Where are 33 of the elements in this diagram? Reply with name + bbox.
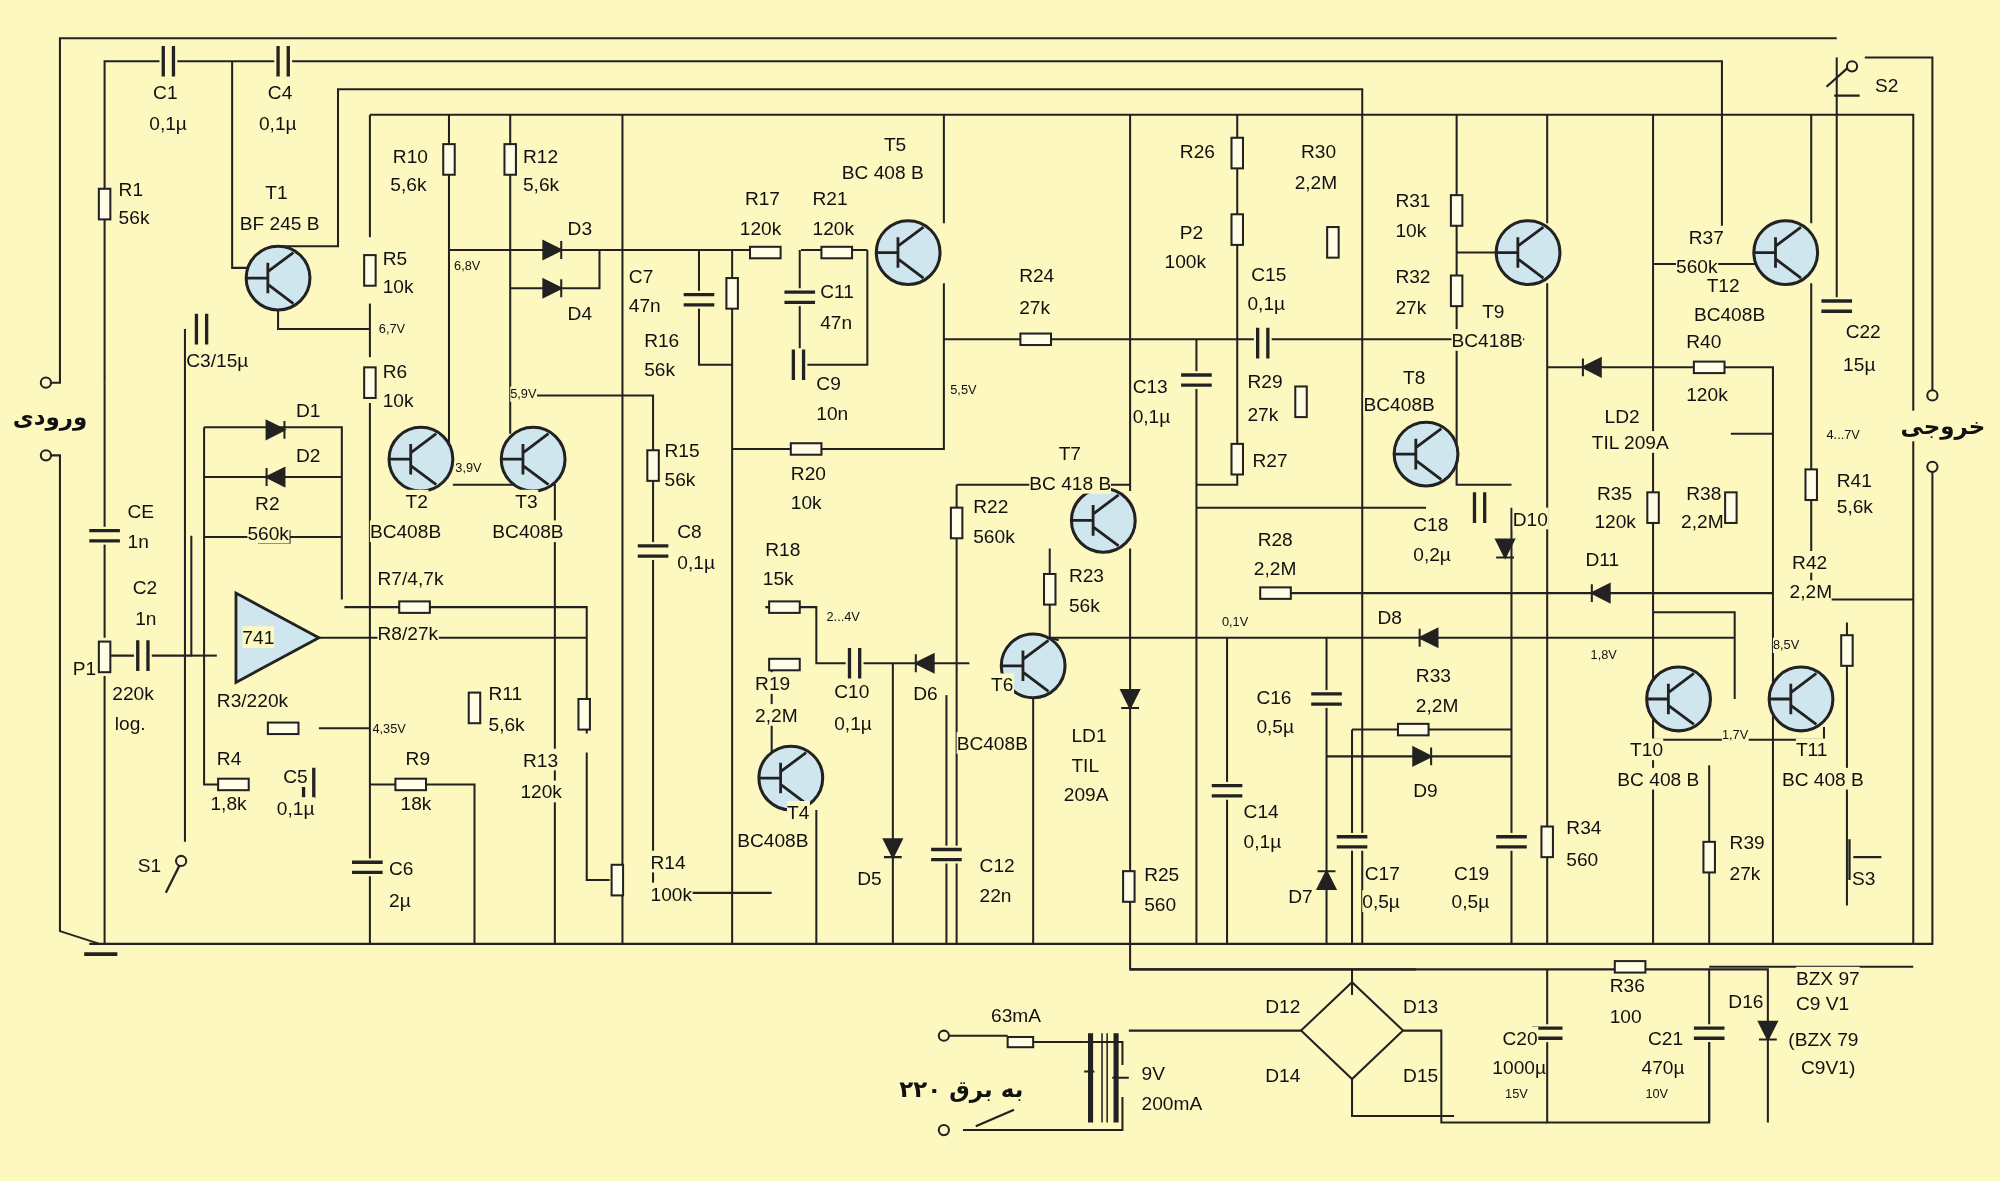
terminal-label: خروجی — [1900, 410, 1986, 442]
component-label: C5 — [283, 765, 308, 787]
voltage-label: 4,35V — [372, 721, 406, 738]
voltage-label: 5,5V — [950, 382, 977, 398]
component-label: TIL 209A — [1591, 431, 1669, 453]
voltage-label: 1,7V — [1721, 727, 1749, 743]
voltage-label: 5,9V — [510, 386, 537, 402]
component-label: BC408B — [492, 520, 564, 543]
component-label: R42 — [1792, 551, 1828, 573]
voltage-label: 1,8V — [1590, 647, 1617, 664]
component-label: R19 — [755, 672, 791, 694]
component-label: T6 — [991, 673, 1014, 696]
component-label: BC 408 B — [1617, 767, 1700, 790]
component-label: R13 — [522, 748, 559, 771]
component-label: 0,5µ — [1362, 890, 1400, 912]
voltage-label: 8,5V — [1772, 637, 1800, 654]
component-label: 741 — [242, 626, 275, 648]
component-label: BC418B — [1451, 329, 1523, 351]
component-label: R14 — [650, 850, 686, 873]
voltage-label: 0,1V — [1221, 614, 1249, 631]
component-label: 120k — [520, 780, 562, 803]
component-label: 2,2M — [1789, 580, 1833, 603]
component-label: BC408B — [1363, 392, 1435, 415]
component-label: D10 — [1512, 507, 1548, 530]
voltage-label: 6,7V — [378, 321, 406, 337]
component-label: BC408B — [956, 732, 1028, 754]
voltage-label: 3,9V — [455, 460, 482, 476]
component-label: BC 408 B — [1781, 767, 1864, 790]
voltage-label: 6,8V — [454, 258, 481, 275]
component-label: 2,2M — [755, 704, 798, 726]
component-label: T10 — [1630, 738, 1664, 761]
component-label: 0,1µ — [276, 797, 315, 819]
component-label: BC408B — [369, 520, 442, 543]
